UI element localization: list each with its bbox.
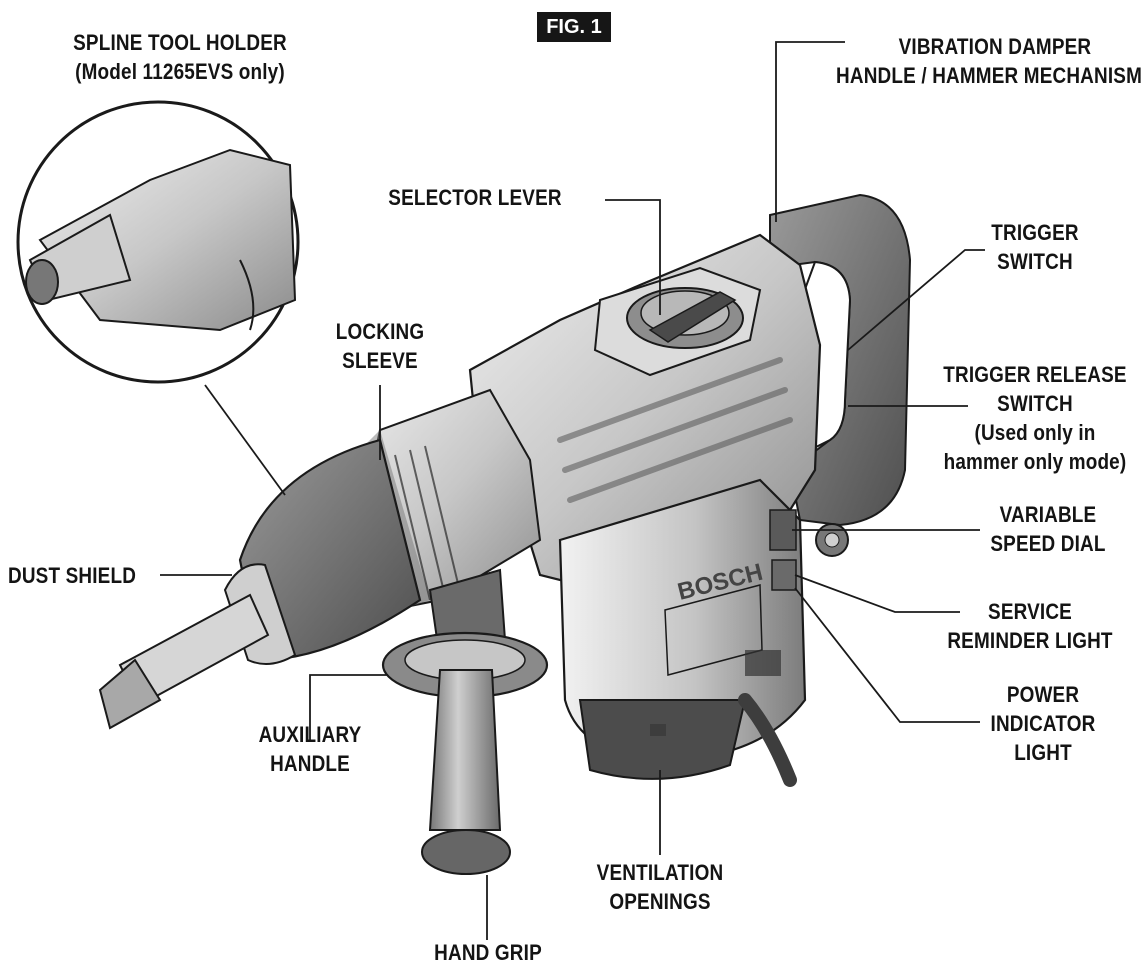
label-dust-shield: DUST SHIELD [8, 563, 137, 588]
auxiliary-handle [381, 568, 549, 875]
leader-service-reminder [794, 574, 960, 613]
label-selector-lever: SELECTOR LEVER [388, 185, 562, 210]
label-ventilation-openings: VENTILATION OPENINGS [596, 860, 724, 914]
power-cord [738, 693, 797, 787]
selector-lever [626, 287, 744, 349]
label-variable-speed-dial: VARIABLE SPEED DIAL [990, 502, 1106, 556]
motor-housing: BOSCH [558, 478, 807, 780]
leader-auxiliary-handle [309, 674, 388, 740]
label-spline-tool-holder: SPLINE TOOL HOLDER (Model 11265EVS only) [73, 30, 287, 84]
inset-detail [16, 100, 300, 384]
label-vibration-damper: VIBRATION DAMPER HANDLE / HAMMER MECHANI… [836, 34, 1142, 88]
label-locking-sleeve: LOCKING SLEEVE [335, 319, 425, 373]
chisel-bit [98, 593, 270, 730]
figure-title: FIG. 1 [537, 12, 611, 42]
label-service-reminder-light: SERVICE REMINDER LIGHT [947, 599, 1113, 653]
label-power-indicator-light: POWER INDICATOR LIGHT [990, 682, 1096, 765]
label-hand-grip: HAND GRIP [434, 940, 542, 965]
leader-lines [160, 41, 985, 940]
label-trigger-switch: TRIGGER SWITCH [991, 220, 1079, 274]
leader-spline-tool-holder [204, 384, 286, 496]
leader-vibration-damper [775, 41, 845, 222]
control-panel [769, 509, 849, 591]
label-trigger-release-switch: TRIGGER RELEASE SWITCH (Used only in ham… [943, 362, 1127, 474]
leader-trigger-switch [847, 249, 985, 351]
leader-selector-lever [605, 199, 661, 315]
leader-power-indicator [794, 587, 980, 723]
label-auxiliary-handle: AUXILIARY HANDLE [258, 722, 362, 776]
